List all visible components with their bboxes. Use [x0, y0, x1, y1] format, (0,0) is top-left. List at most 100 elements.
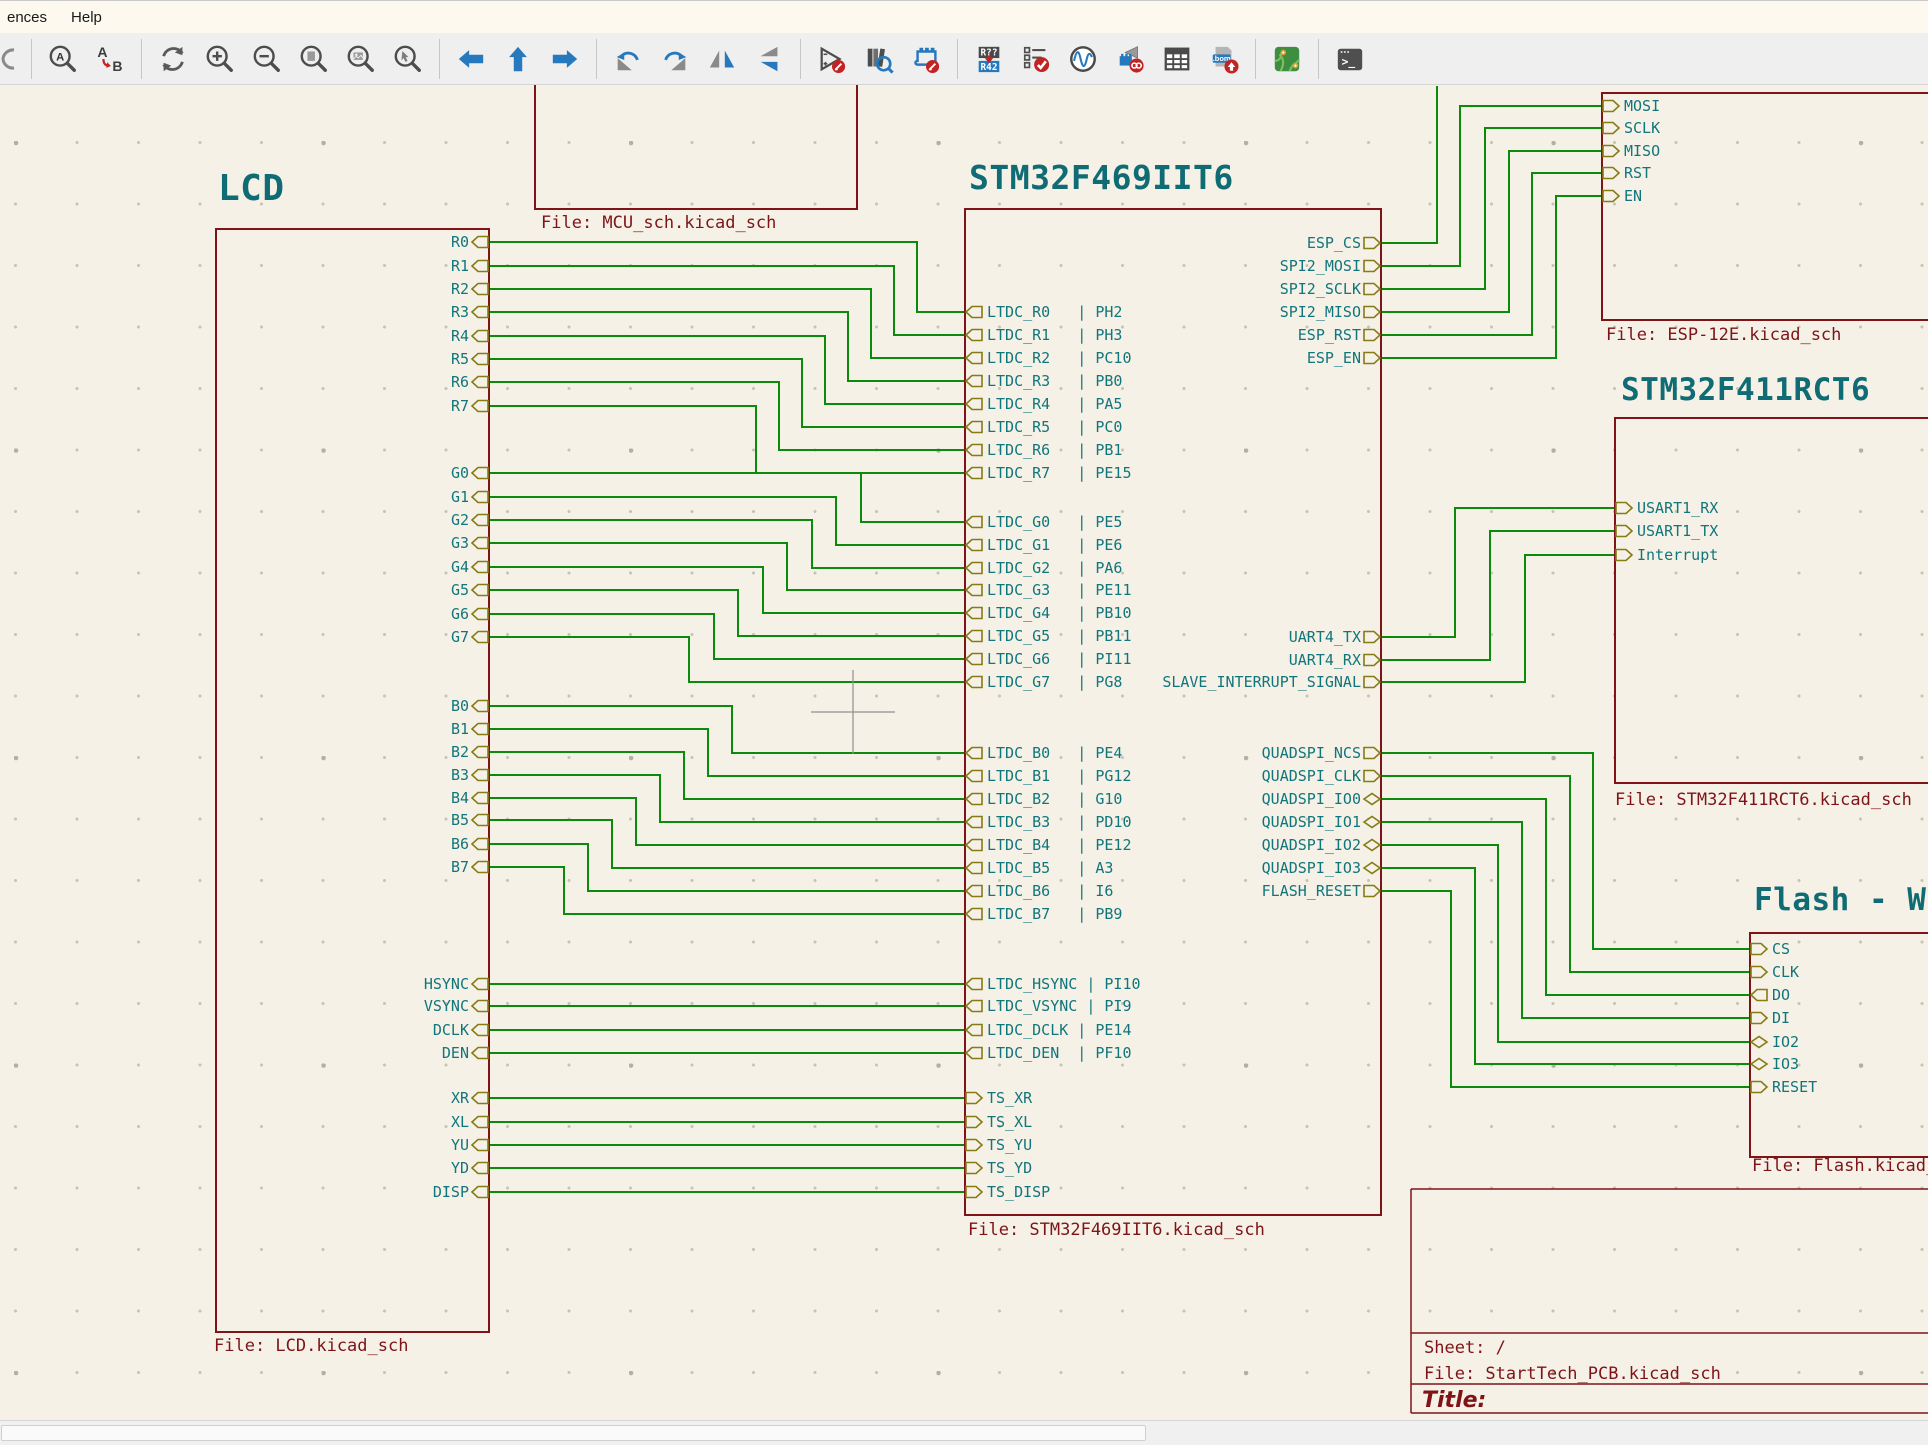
sheet-pin-ts_disp[interactable]: TS_DISP — [987, 1183, 1051, 1201]
sheet-pin-glyph-ltdc_b7[interactable] — [964, 907, 983, 921]
sheet-mcu-sch[interactable] — [534, 85, 858, 210]
sheet-stm32f469iit6[interactable] — [964, 208, 1382, 1216]
sheet-pin-ltdc_r6[interactable]: LTDC_R6 | PB1 — [987, 441, 1123, 459]
sheet-pin-usart1_rx[interactable]: USART1_RX — [1637, 499, 1719, 517]
sheet-pin-clk[interactable]: CLK — [1772, 963, 1800, 981]
sheet-pin-glyph-spi2_miso[interactable] — [1363, 305, 1382, 319]
sheet-pin-xr[interactable]: XR — [450, 1089, 469, 1107]
simulator-icon[interactable] — [1067, 43, 1099, 75]
wire-uart4_tx[interactable] — [1381, 507, 1615, 638]
sheet-pin-glyph-cs[interactable] — [1750, 942, 1769, 956]
sheet-pin-glyph-ltdc_r0[interactable] — [964, 305, 983, 319]
sheet-pin-glyph-disp[interactable] — [470, 1185, 489, 1199]
sheet-pin-miso[interactable]: MISO — [1624, 142, 1661, 160]
sheet-pin-g7[interactable]: G7 — [450, 628, 469, 646]
sheet-pin-glyph-ltdc_r3[interactable] — [964, 374, 983, 388]
wire-g7[interactable] — [489, 636, 965, 683]
sheet-pin-ltdc_g7[interactable]: LTDC_G7 | PG8 — [987, 673, 1123, 691]
sheet-pin-glyph-ltdc_b2[interactable] — [964, 792, 983, 806]
zoom-fit-objects-icon[interactable] — [345, 43, 377, 75]
sheet-pin-glyph-usart1_tx[interactable] — [1615, 524, 1634, 538]
symbol-editor-icon[interactable] — [816, 43, 848, 75]
sheet-pin-quadspi_io1[interactable]: QUADSPI_IO1 — [1261, 813, 1361, 831]
sheet-pin-glyph-esp_rst[interactable] — [1363, 328, 1382, 342]
sheet-pin-glyph-b1[interactable] — [470, 722, 489, 736]
sheet-pin-glyph-ltdc_vsync[interactable] — [964, 999, 983, 1013]
sheet-pin-glyph-rst[interactable] — [1602, 166, 1621, 180]
sheet-pin-yu[interactable]: YU — [450, 1136, 469, 1154]
wire-g2[interactable] — [489, 519, 965, 569]
sheet-pin-g3[interactable]: G3 — [450, 534, 469, 552]
sheet-pin-r4[interactable]: R4 — [450, 327, 469, 345]
wire-spi2_miso[interactable] — [1381, 150, 1602, 313]
sheet-pin-glyph-reset[interactable] — [1750, 1080, 1769, 1094]
sheet-pin-ltdc_b4[interactable]: LTDC_B4 | PE12 — [987, 836, 1132, 854]
sheet-pin-disp[interactable]: DISP — [432, 1183, 469, 1201]
sheet-pin-glyph-r3[interactable] — [470, 305, 489, 319]
sheet-pin-glyph-ts_yu[interactable] — [965, 1138, 984, 1152]
sheet-pin-glyph-quadspi_io3[interactable] — [1362, 861, 1382, 875]
sheet-pin-b5[interactable]: B5 — [450, 811, 469, 829]
sheet-pin-spi2_sclk[interactable]: SPI2_SCLK — [1279, 280, 1361, 298]
sheet-pin-ts_xr[interactable]: TS_XR — [987, 1089, 1033, 1107]
sheet-file-label-stm32f411rct6[interactable]: File: STM32F411RCT6.kicad_sch — [1615, 790, 1912, 810]
sheet-pin-glyph-b5[interactable] — [470, 813, 489, 827]
wire-slave_interrupt_signal[interactable] — [1381, 554, 1615, 683]
sheet-pin-quadspi_io2[interactable]: QUADSPI_IO2 — [1261, 836, 1361, 854]
export-bom-icon[interactable]: .bom — [1208, 43, 1240, 75]
wire-spi2_mosi[interactable] — [1381, 105, 1602, 267]
wire-r2[interactable] — [489, 288, 965, 359]
sheet-pin-yd[interactable]: YD — [450, 1159, 469, 1177]
rotate-ccw-icon[interactable] — [612, 43, 644, 75]
sheet-pin-ltdc_r2[interactable]: LTDC_R2 | PC10 — [987, 349, 1132, 367]
sheet-pin-glyph-ltdc_g5[interactable] — [964, 629, 983, 643]
sheet-flash[interactable] — [1749, 932, 1928, 1158]
sheet-pin-glyph-ltdc_g6[interactable] — [964, 652, 983, 666]
sheet-pin-glyph-hsync[interactable] — [470, 977, 489, 991]
wire-quadspi_io0[interactable] — [1381, 798, 1750, 996]
sheet-pin-glyph-io2[interactable] — [1749, 1035, 1769, 1049]
sheet-title-lcd[interactable]: LCD — [218, 168, 285, 209]
sheet-pin-ltdc_r1[interactable]: LTDC_R1 | PH3 — [987, 326, 1123, 344]
sheet-pin-glyph-ltdc_g1[interactable] — [964, 538, 983, 552]
sheet-pin-glyph-ltdc_g4[interactable] — [964, 606, 983, 620]
wire-esp_en[interactable] — [1381, 195, 1602, 359]
sheet-pin-quadspi_ncs[interactable]: QUADSPI_NCS — [1261, 744, 1361, 762]
sheet-pin-glyph-esp_cs[interactable] — [1363, 236, 1382, 250]
sheet-pin-glyph-g4[interactable] — [470, 560, 489, 574]
wire-quadspi_io1[interactable] — [1381, 821, 1750, 1019]
sheet-pin-glyph-g6[interactable] — [470, 607, 489, 621]
wire-b1[interactable] — [489, 728, 965, 777]
wire-r0[interactable] — [489, 241, 965, 313]
sheet-pin-esp_rst[interactable]: ESP_RST — [1297, 326, 1361, 344]
sheet-pin-glyph-yd[interactable] — [470, 1161, 489, 1175]
sheet-pin-glyph-esp_en[interactable] — [1363, 351, 1382, 365]
wire-quadspi_clk[interactable] — [1381, 775, 1750, 973]
wire-b2[interactable] — [489, 751, 965, 800]
sheet-pin-glyph-interrupt[interactable] — [1615, 548, 1634, 562]
sheet-pin-ltdc_g2[interactable]: LTDC_G2 | PA6 — [987, 559, 1123, 577]
sheet-pin-ltdc_b6[interactable]: LTDC_B6 | I6 — [987, 882, 1114, 900]
sheet-pin-g5[interactable]: G5 — [450, 581, 469, 599]
sheet-pin-g6[interactable]: G6 — [450, 605, 469, 623]
sheet-pin-glyph-uart4_rx[interactable] — [1363, 653, 1382, 667]
find-icon[interactable]: A — [47, 43, 79, 75]
sheet-pin-g2[interactable]: G2 — [450, 511, 469, 529]
wire-b4[interactable] — [489, 797, 965, 846]
sheet-pin-glyph-quadspi_ncs[interactable] — [1363, 746, 1382, 760]
sheet-title-stm32f411rct6[interactable]: STM32F411RCT6 — [1621, 372, 1871, 408]
sheet-pin-b1[interactable]: B1 — [450, 720, 469, 738]
sheet-pin-ts_xl[interactable]: TS_XL — [987, 1113, 1033, 1131]
wire-g6[interactable] — [489, 613, 965, 660]
sheet-pin-glyph-spi2_sclk[interactable] — [1363, 282, 1382, 296]
sheet-pin-glyph-r0[interactable] — [470, 235, 489, 249]
sheet-pin-b3[interactable]: B3 — [450, 766, 469, 784]
sheet-pin-r6[interactable]: R6 — [450, 373, 469, 391]
sheet-pin-glyph-usart1_rx[interactable] — [1615, 501, 1634, 515]
sheet-pin-glyph-ts_disp[interactable] — [965, 1185, 984, 1199]
sheet-pin-g4[interactable]: G4 — [450, 558, 469, 576]
sheet-pin-ts_yd[interactable]: TS_YD — [987, 1159, 1033, 1177]
menu-item-help[interactable]: Help — [71, 8, 102, 26]
sheet-pin-rst[interactable]: RST — [1624, 164, 1652, 182]
